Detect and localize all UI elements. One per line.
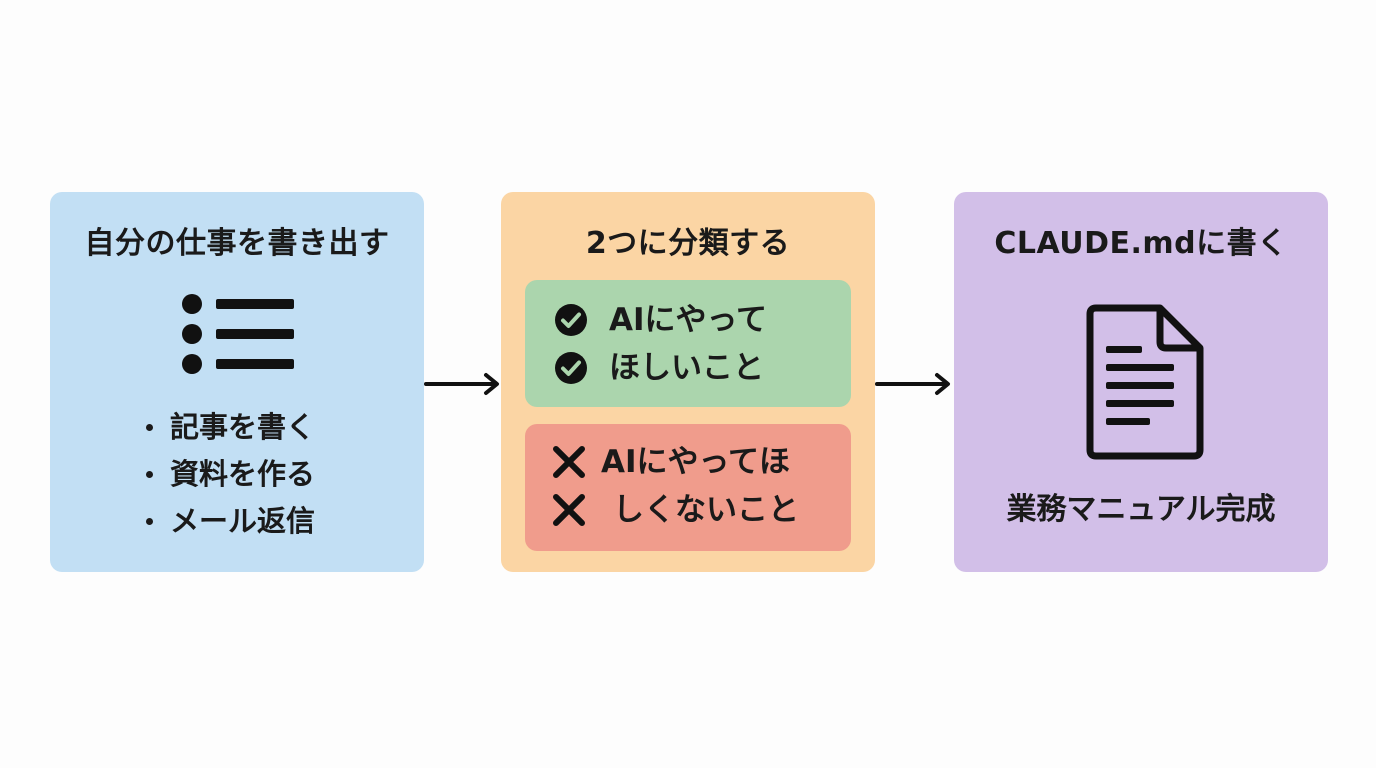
step-1-title: 自分の仕事を書き出す [84, 226, 390, 261]
step-2-title: 2つに分類する [585, 226, 791, 261]
task-list-item: 記事を書く [146, 404, 315, 451]
ai-should-not-do-row: しくないこと [551, 490, 847, 530]
ai-should-do-line: ほしいこと [609, 350, 764, 386]
arrow-right-icon [424, 373, 499, 395]
step-3-title: CLAUDE.mdに書く [994, 226, 1288, 261]
step-2-panel: 2つに分類する AIにやって ほしいこと [501, 192, 875, 572]
document-icon [1086, 304, 1204, 460]
step-3-panel: CLAUDE.mdに書く 業務マニュアル完成 [954, 192, 1328, 572]
x-mark-icon [553, 446, 585, 478]
ai-should-do-line: AIにやって [609, 302, 767, 338]
x-mark-icon [553, 494, 585, 526]
ai-should-do-box: AIにやって ほしいこと [525, 280, 851, 407]
check-circle-icon [555, 304, 587, 336]
ai-should-not-do-line: AIにやってほ [601, 444, 790, 480]
task-list-item: 資料を作る [146, 451, 315, 498]
ai-should-do-row: AIにやって [553, 300, 843, 340]
bullet-dot-icon [146, 471, 153, 478]
step-3-result: 業務マニュアル完成 [1006, 492, 1276, 527]
ai-should-not-do-box: AIにやってほ しくないこと [525, 424, 851, 551]
bullet-dot-icon [146, 424, 153, 431]
ai-should-not-do-line: しくないこと [613, 492, 799, 528]
arrow-right-icon [875, 373, 950, 395]
step-1-panel: 自分の仕事を書き出す 記事を書く 資料を作る メール返信 [50, 192, 424, 572]
check-circle-icon [555, 352, 587, 384]
ai-should-not-do-row: AIにやってほ [551, 442, 847, 482]
task-list: 記事を書く 資料を作る メール返信 [146, 404, 315, 545]
bulleted-list-icon [182, 294, 294, 374]
task-list-item: メール返信 [146, 498, 315, 545]
ai-should-do-row: ほしいこと [553, 348, 843, 388]
bullet-dot-icon [146, 518, 153, 525]
